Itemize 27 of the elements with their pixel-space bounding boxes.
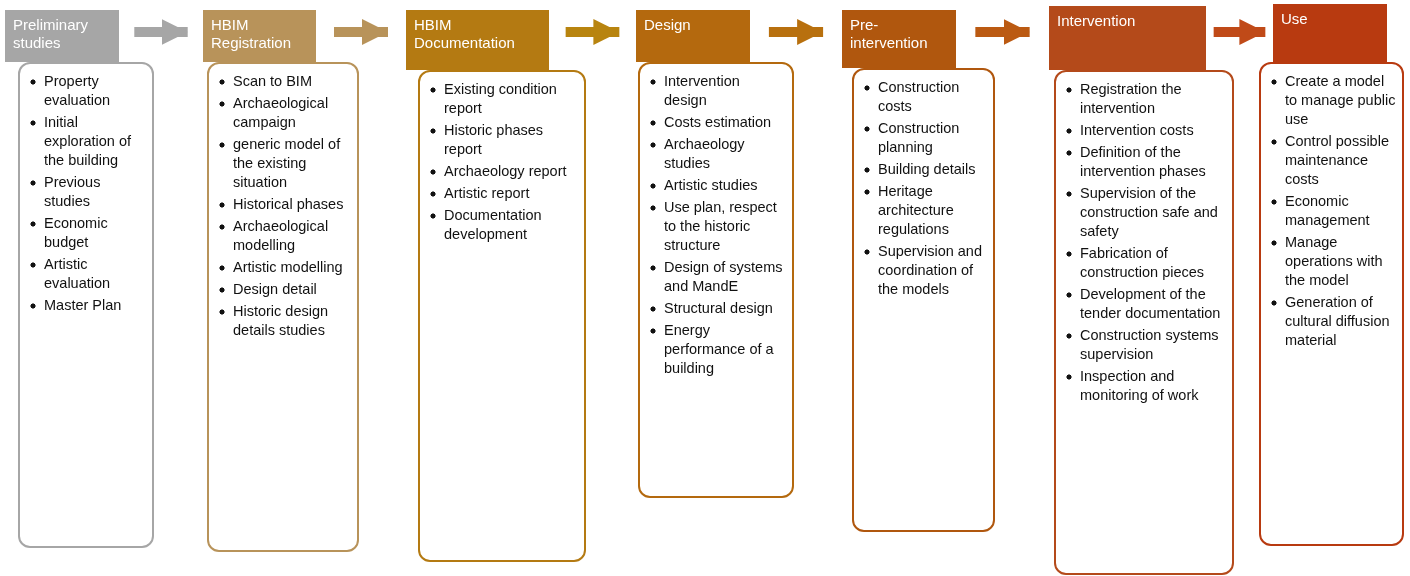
stage-card xyxy=(418,70,586,562)
stage-title: Use xyxy=(1281,10,1309,28)
block-arrow xyxy=(1213,19,1266,45)
stage-header xyxy=(406,10,549,70)
stage-header xyxy=(636,10,750,62)
stage-header xyxy=(1049,6,1206,70)
stage-title: Pre-intervention xyxy=(850,16,929,52)
stage-title: Preliminary studies xyxy=(13,16,89,52)
stage-title: HBIM Documentation xyxy=(414,16,516,52)
block-arrow xyxy=(768,19,824,45)
stage-title: HBIM Registration xyxy=(211,16,293,52)
stage-title: Intervention xyxy=(1057,12,1137,30)
stage-card xyxy=(852,68,995,532)
block-arrow xyxy=(565,19,620,45)
stage-card xyxy=(18,62,154,548)
stage-header xyxy=(1273,4,1387,62)
block-arrow xyxy=(334,19,388,45)
stage-card xyxy=(1054,70,1234,575)
stage-header xyxy=(5,10,119,62)
stage-title: Design xyxy=(644,16,692,34)
block-arrow xyxy=(134,19,188,45)
stage-header xyxy=(842,10,956,68)
block-arrow xyxy=(975,19,1030,45)
stage-card xyxy=(638,62,794,498)
stage-card xyxy=(207,62,359,552)
stage-card xyxy=(1259,62,1404,546)
stage-header xyxy=(203,10,316,62)
